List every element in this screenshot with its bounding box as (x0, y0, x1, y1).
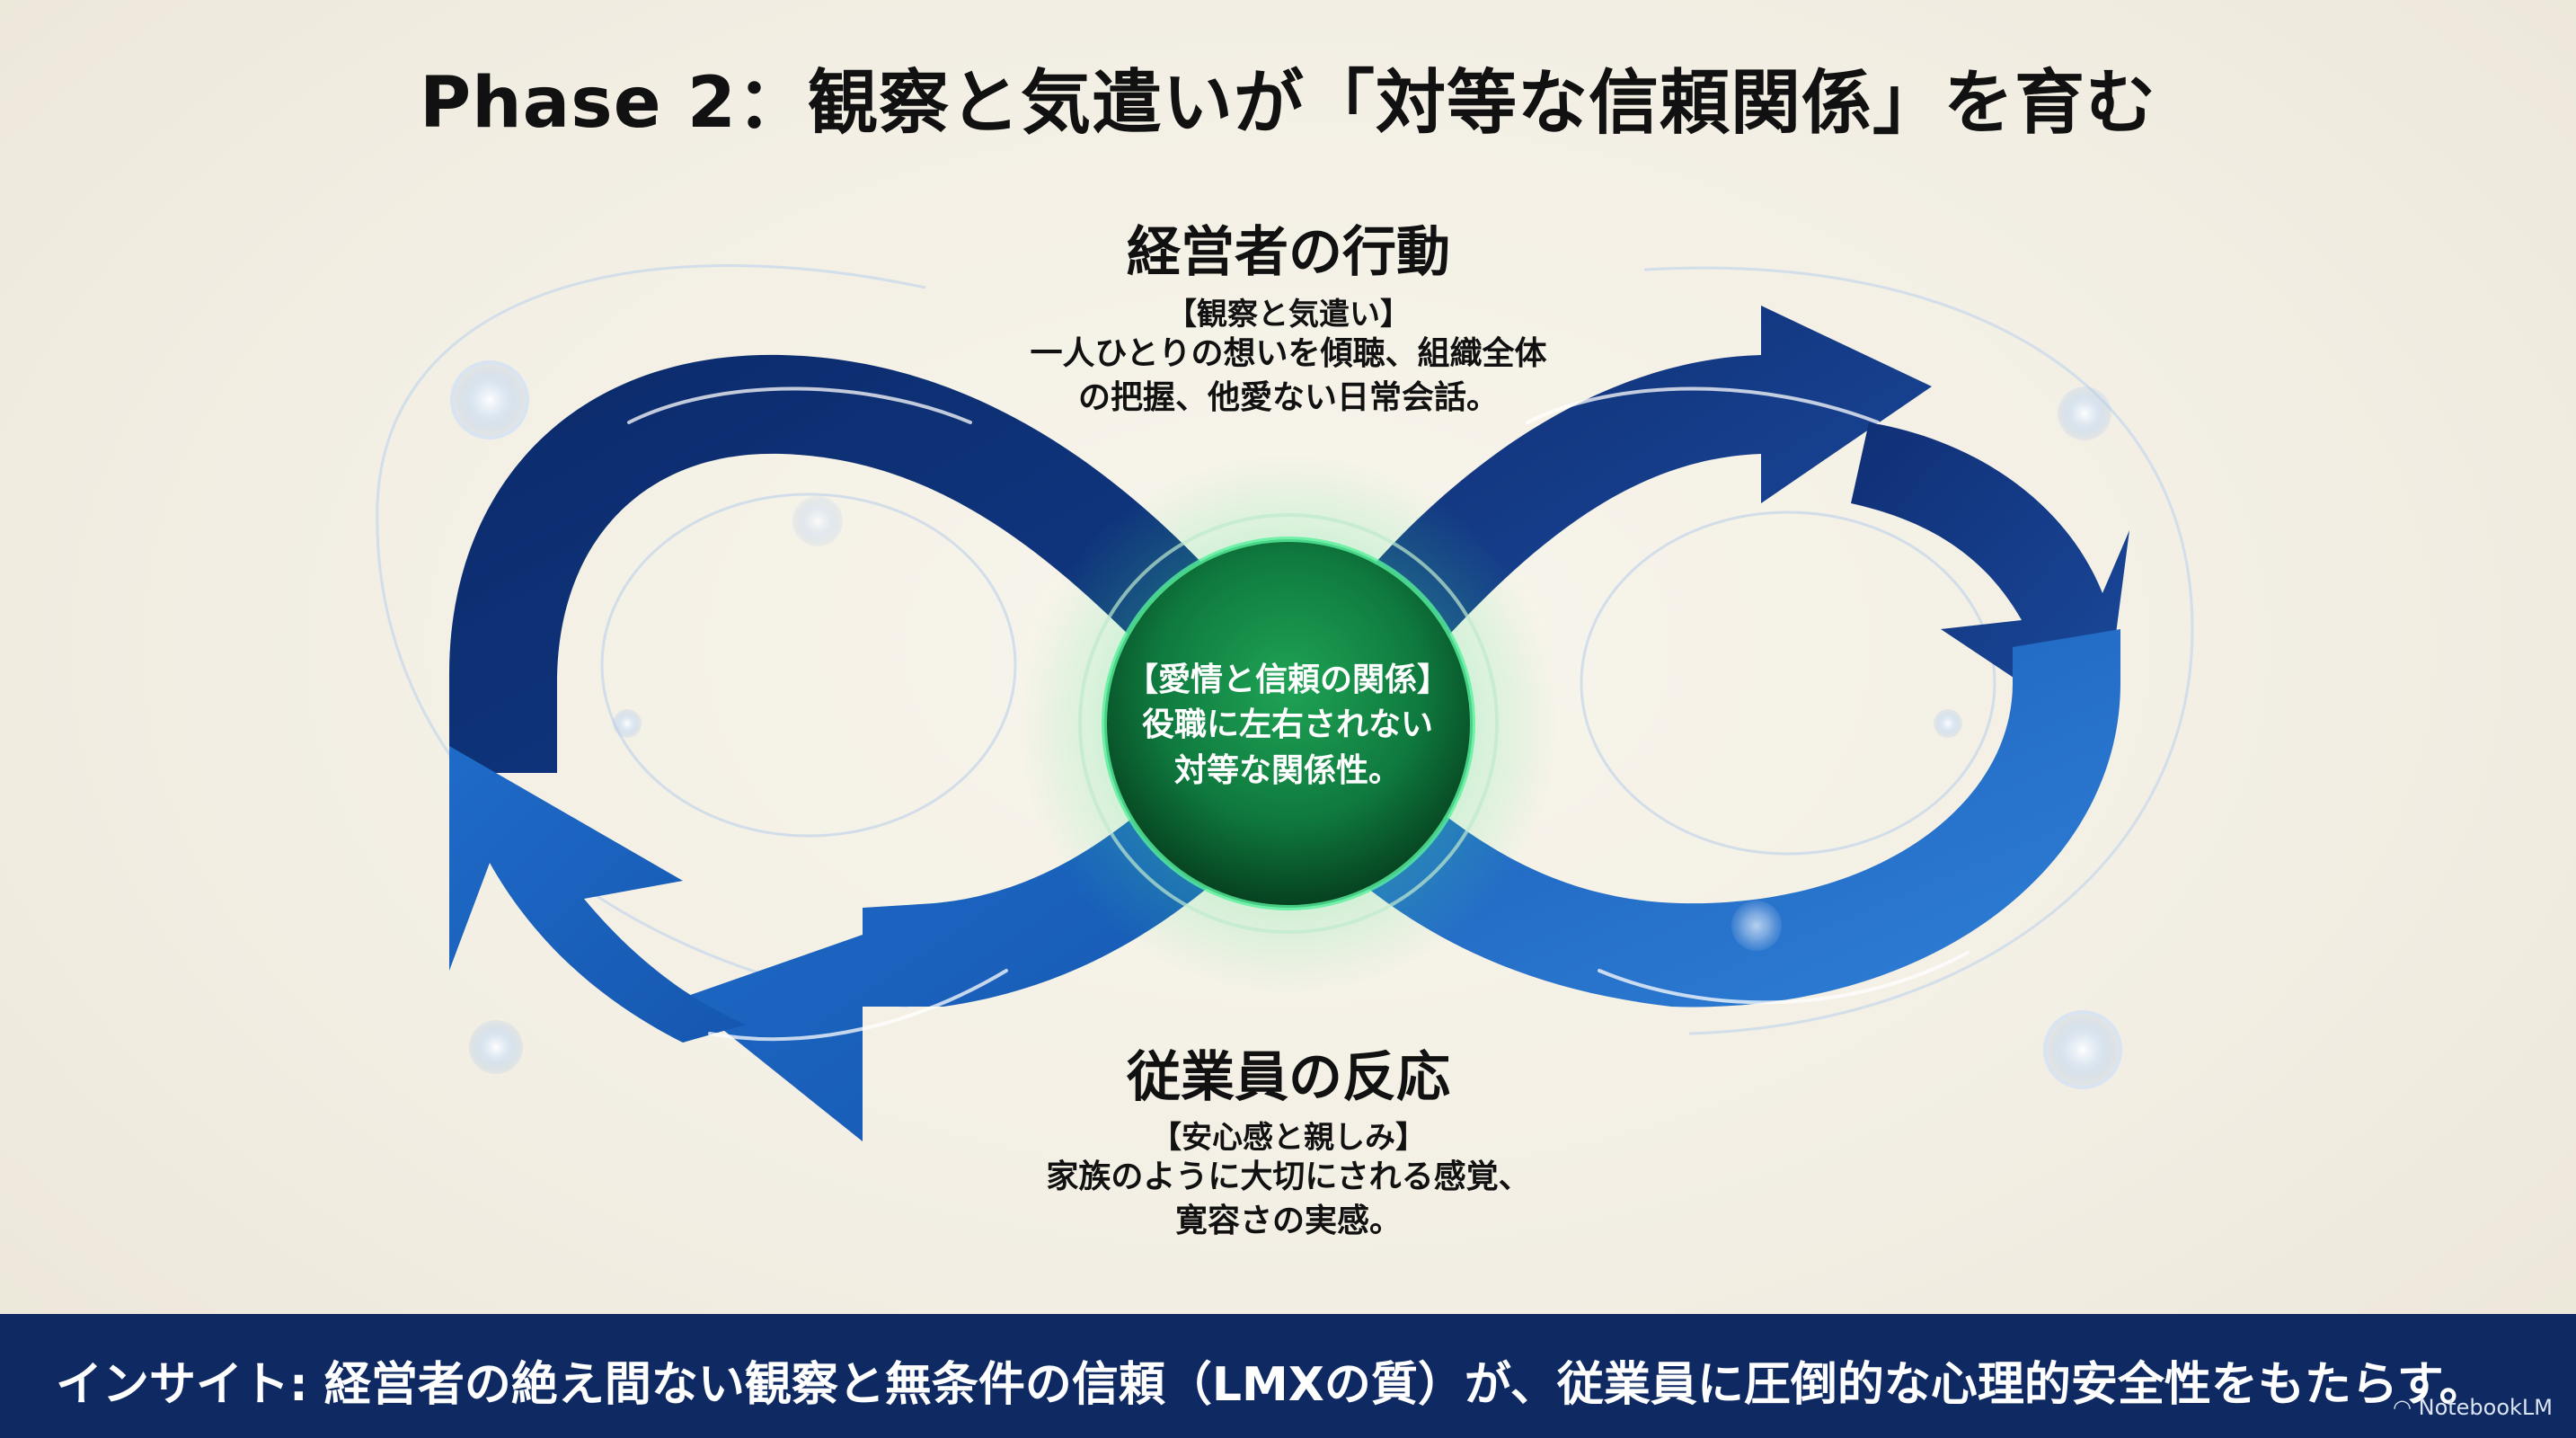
center-core-text: 【愛情と信頼の関係】 役職に左右されない 対等な関係性。 (1063, 658, 1512, 794)
employee-reaction-tag: 【安心感と親しみ】 (1151, 1120, 1426, 1156)
executive-action-heading: 経営者の行動 (1127, 221, 1450, 284)
infinity-loop-diagram (376, 264, 2194, 1141)
executive-action-line-1: 一人ひとりの想いを傾聴、組織全体 (1030, 335, 1547, 372)
center-core (1019, 454, 1558, 993)
left-loop-upper-arrow (449, 354, 1222, 773)
employee-reaction-line-2: 寛容さの実感。 (1174, 1202, 1402, 1239)
notebooklm-icon: ◠ (2393, 1395, 2419, 1420)
brand-text: NotebookLM (2418, 1395, 2553, 1420)
insight-banner: インサイト: 経営者の絶え間ない観察と無条件の信頼（LMXの質）が、従業員に圧倒… (0, 1314, 2576, 1438)
employee-reaction-heading: 従業員の反応 (1127, 1046, 1450, 1109)
center-core-tag: 【愛情と信頼の関係】 (1125, 661, 1449, 698)
orbit-orbs (450, 360, 2122, 1089)
orbit-rings (376, 264, 2194, 1035)
executive-action-tag: 【観察と気遣い】 (1166, 297, 1411, 333)
page-title: Phase 2：観察と気遣いが「対等な信頼関係」を育む (419, 63, 2157, 144)
center-core-line-2: 対等な関係性。 (1173, 751, 1401, 789)
left-arrowhead (449, 746, 746, 1043)
executive-action-line-2: の把握、他愛ない日常会話。 (1077, 378, 1499, 416)
executive-action-description: 一人ひとりの想いを傾聴、組織全体 の把握、他愛ない日常会話。 (884, 333, 1693, 420)
insight-text: インサイト: 経営者の絶え間ない観察と無条件の信頼（LMXの質）が、従業員に圧倒… (56, 1358, 2486, 1412)
brand-label: ◠ NotebookLM (2393, 1395, 2553, 1420)
light-streaks (627, 386, 1970, 1042)
employee-reaction-line-1: 家族のように大切にされる感覚、 (1046, 1158, 1531, 1195)
employee-reaction-description: 家族のように大切にされる感覚、 寛容さの実感。 (884, 1156, 1693, 1243)
center-core-line-1: 役職に左右されない (1141, 706, 1433, 744)
